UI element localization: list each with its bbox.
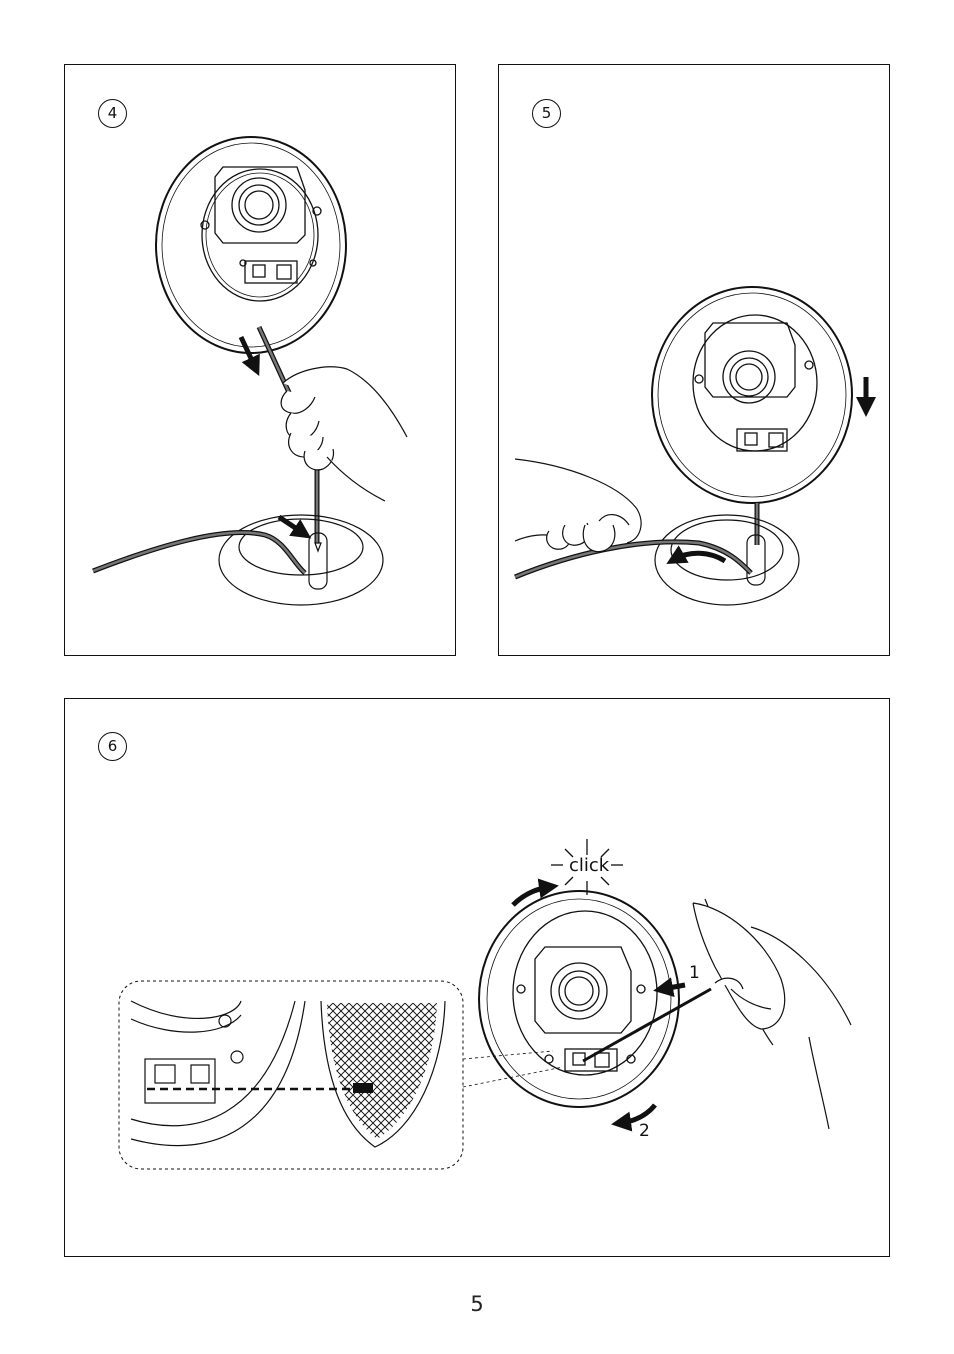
floor-cable [93,533,305,573]
rotate-arrow-icon [621,1105,655,1123]
arrow-1-label: 1 [689,965,700,982]
step-number: 4 [98,99,127,128]
pointer-line [583,989,711,1061]
step-5-panel: 5 [498,64,890,656]
hand [515,459,641,552]
zoom-inset [119,981,563,1169]
step-6-panel: 6 click 1 2 [64,698,890,1257]
curved-arrow-icon [675,553,725,561]
hand [693,899,851,1129]
hand [281,367,407,501]
step-6-illustration [65,699,891,1258]
speaker-disc [156,137,346,353]
step-number: 5 [532,99,561,128]
rotate-arrow-icon [513,887,549,905]
step-5-illustration [499,65,891,657]
arrow-2-label: 2 [639,1123,650,1140]
step-number: 6 [98,732,127,761]
speaker-disc [479,891,679,1107]
arrow-left-icon [663,985,685,989]
base-ring [219,515,383,605]
page-number: 5 [0,1292,954,1316]
click-label: click [569,857,609,875]
step-4-panel: 4 [64,64,456,656]
step-4-illustration [65,65,457,657]
speaker-disc [652,287,852,503]
